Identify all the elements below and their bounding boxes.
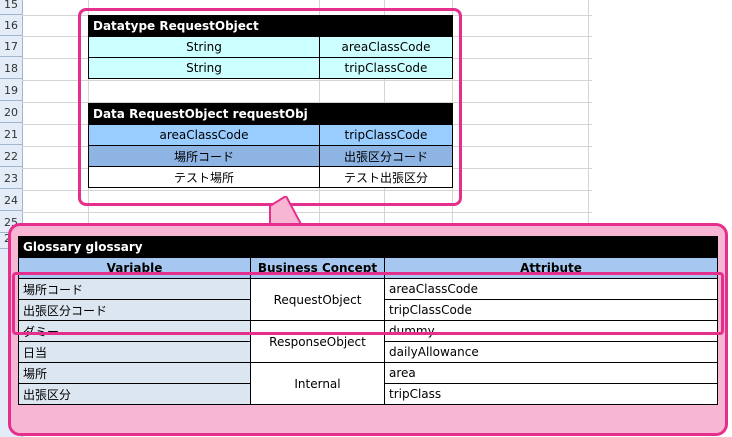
datatype-name-cell[interactable]: areaClassCode [319, 36, 453, 58]
datatype-type-cell[interactable]: String [88, 36, 320, 58]
grid-line [22, 102, 592, 103]
glossary-attribute-cell[interactable]: tripClassCode [384, 299, 718, 321]
highlight-frame [12, 272, 724, 335]
row-number[interactable]: 20 [0, 102, 22, 123]
data-header-cell[interactable]: tripClassCode [319, 124, 453, 146]
glossary-attribute-cell[interactable]: tripClass [384, 383, 718, 405]
grid-line [22, 212, 592, 213]
data-header-cell[interactable]: areaClassCode [88, 124, 320, 146]
row-number[interactable]: 24 [0, 190, 22, 211]
data-label-cell[interactable]: 場所コード [88, 145, 320, 167]
datatype-table: Datatype RequestObject String areaClassC… [88, 15, 453, 79]
glossary-title[interactable]: Glossary glossary [18, 236, 718, 258]
grid-line [22, 190, 592, 191]
grid-line [22, 80, 592, 81]
glossary-attribute-cell[interactable]: dummy [384, 320, 718, 342]
glossary-concept-cell[interactable]: Internal [250, 362, 385, 405]
glossary-variable-cell[interactable]: 日当 [18, 341, 251, 363]
glossary-attribute-cell[interactable]: areaClassCode [384, 278, 718, 300]
grid-line [452, 0, 453, 230]
row-number[interactable]: 23 [0, 168, 22, 189]
row-number[interactable]: 21 [0, 124, 22, 145]
row-number[interactable]: 15 [0, 0, 22, 15]
glossary-variable-cell[interactable]: 場所コード [18, 278, 251, 300]
grid-line [588, 0, 589, 230]
glossary-attribute-cell[interactable]: area [384, 362, 718, 384]
row-number[interactable]: 17 [0, 36, 22, 57]
glossary-attribute-cell[interactable]: dailyAllowance [384, 341, 718, 363]
data-table-title[interactable]: Data RequestObject requestObj [88, 103, 453, 125]
row-number[interactable]: 18 [0, 58, 22, 79]
datatype-table-title[interactable]: Datatype RequestObject [88, 15, 453, 37]
row-number[interactable]: 22 [0, 146, 22, 167]
data-table: Data RequestObject requestObj areaClassC… [88, 103, 453, 188]
highlight-frame [78, 8, 462, 206]
glossary-concept-cell[interactable]: RequestObject [250, 278, 385, 321]
row-number[interactable]: 19 [0, 80, 22, 101]
glossary-variable-cell[interactable]: 出張区分 [18, 383, 251, 405]
glossary-variable-cell[interactable]: 場所 [18, 362, 251, 384]
row-number[interactable]: 16 [0, 15, 22, 36]
datatype-name-cell[interactable]: tripClassCode [319, 57, 453, 79]
data-value-cell[interactable]: テスト出張区分 [319, 166, 453, 188]
glossary-concept-cell[interactable]: ResponseObject [250, 320, 385, 363]
